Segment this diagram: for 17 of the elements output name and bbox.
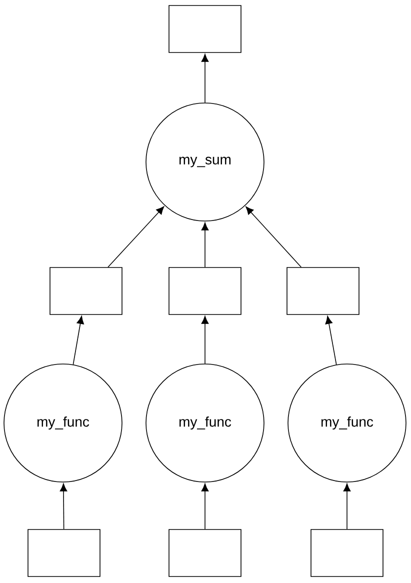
empty-box: [50, 267, 122, 315]
empty-box: [168, 5, 242, 53]
arrow: [201, 54, 209, 103]
empty-box: [286, 267, 360, 315]
arrow: [343, 483, 351, 530]
arrow: [201, 316, 209, 364]
empty-box: [168, 267, 242, 315]
arrow: [72, 316, 84, 365]
empty-box: [310, 529, 384, 577]
arrow: [108, 206, 164, 268]
arrow: [325, 316, 337, 365]
arrow: [246, 206, 302, 268]
arrow: [60, 483, 68, 530]
empty-box: [168, 529, 242, 577]
arrow: [201, 222, 209, 268]
empty-box: [28, 529, 100, 577]
arrow: [201, 483, 209, 530]
